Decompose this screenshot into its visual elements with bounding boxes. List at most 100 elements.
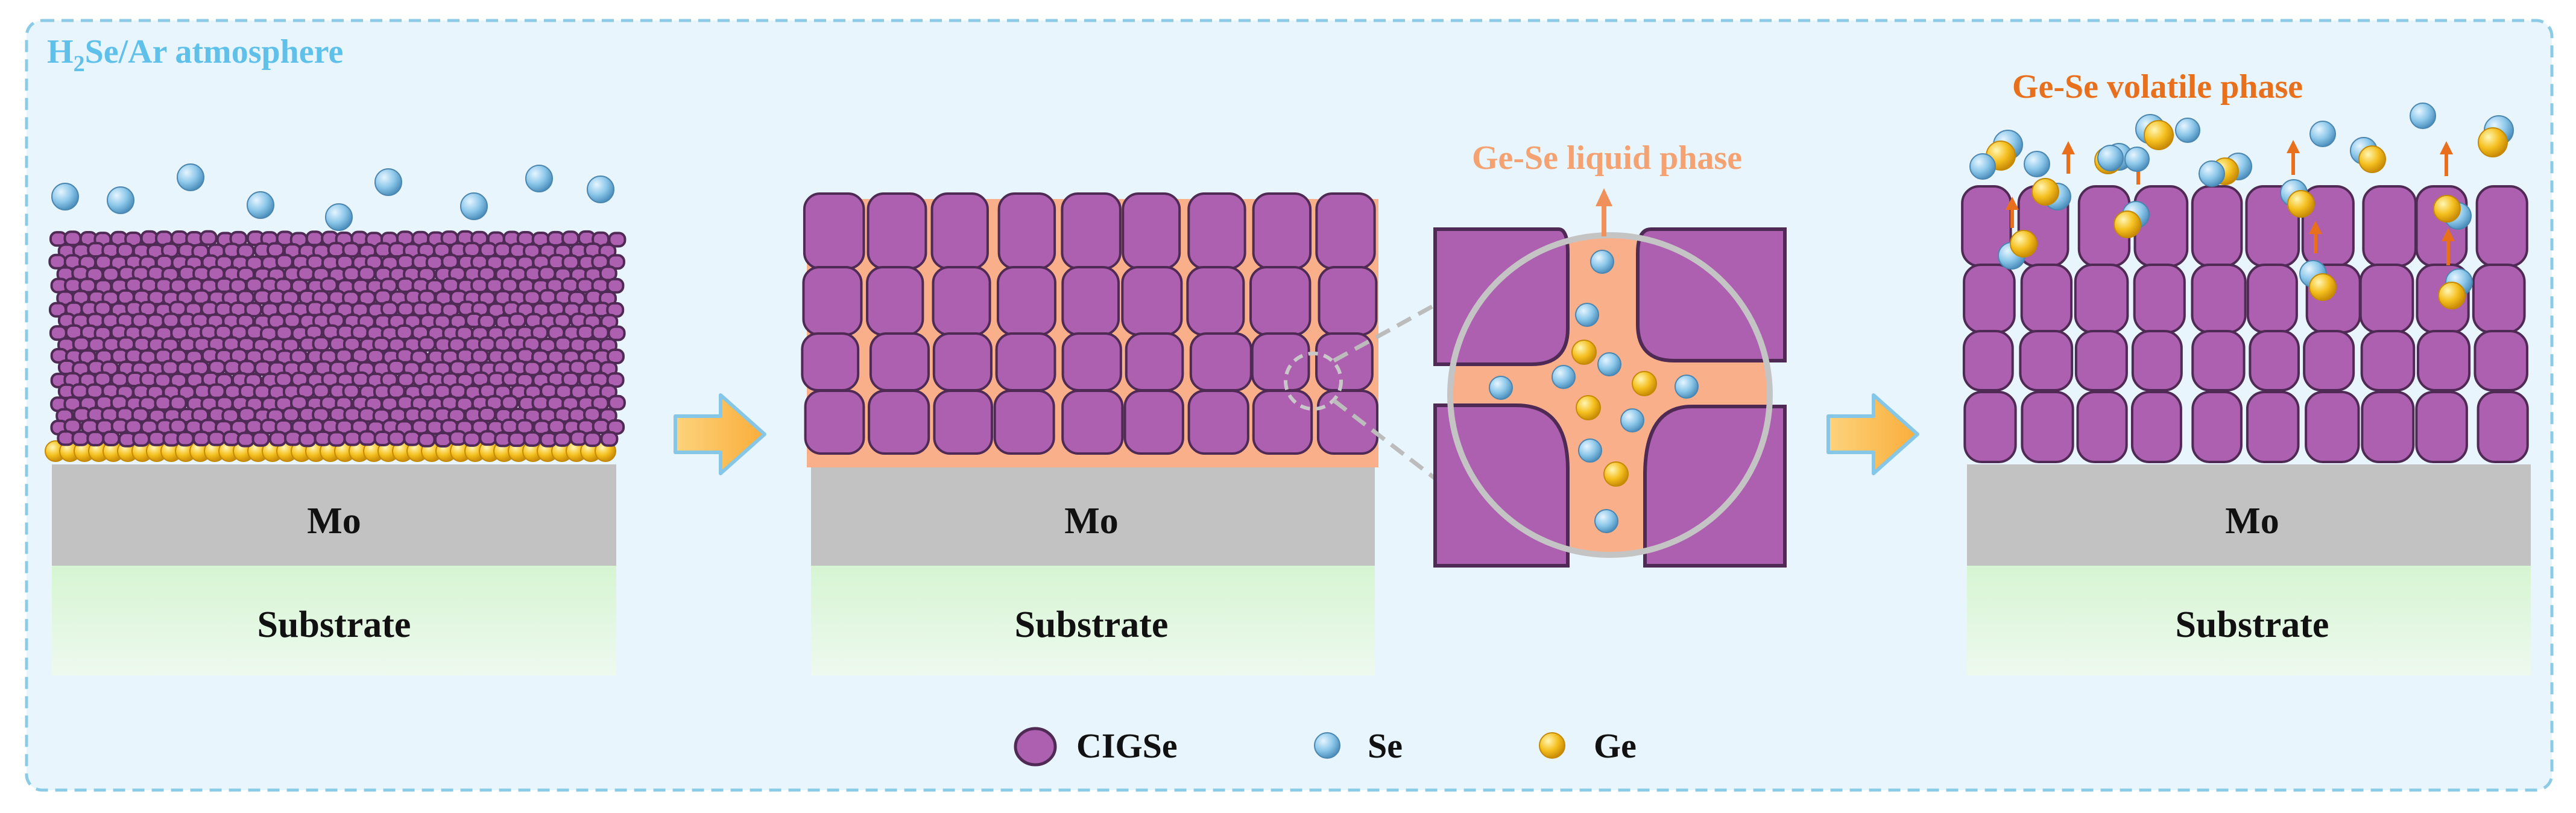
ge-atom: [1571, 340, 1597, 365]
cigse-grain: [1121, 266, 1183, 336]
cigse-grain: [1122, 192, 1181, 270]
cigse-grain: [418, 383, 437, 399]
cigse-grain: [1963, 391, 2017, 463]
cigse-grain: [554, 336, 572, 352]
se-atom: [107, 186, 134, 214]
cigse-grain: [162, 312, 180, 329]
se-atom: [1620, 408, 1644, 432]
cigse-grain: [148, 430, 166, 446]
cigse-grain: [1962, 330, 2014, 391]
cigse-grain-icon: [1014, 727, 1057, 767]
cigse-grain: [1252, 192, 1312, 270]
cigse-grain: [207, 430, 226, 446]
cigse-grain: [583, 431, 602, 448]
legend-label-ge: Ge: [1594, 726, 1637, 765]
cigse-grain: [297, 265, 315, 282]
se-atom: [177, 163, 204, 191]
cigse-grain: [417, 431, 436, 448]
cigse-grain: [71, 383, 89, 399]
mo-label: Mo: [307, 501, 361, 542]
cigse-grain: [1189, 332, 1252, 391]
cigse-grain: [1252, 390, 1313, 455]
cigse-grain: [305, 230, 324, 247]
cigse-grain: [531, 395, 550, 411]
se-atom: [247, 191, 274, 219]
cigse-grain: [223, 359, 242, 376]
cigse-grain: [192, 431, 211, 447]
cigse-grain: [561, 230, 580, 247]
ge-atom: [2358, 145, 2386, 173]
cigse-grain: [462, 431, 481, 447]
cigse-grain: [312, 336, 330, 352]
se-atom: [2124, 147, 2150, 172]
cigse-grain: [2130, 391, 2182, 463]
cigse-grain: [1061, 332, 1122, 391]
ge-atom: [2114, 210, 2141, 238]
substrate-layer: [811, 566, 1375, 675]
se-atom: [2175, 118, 2200, 143]
ge-atom: [2144, 120, 2174, 150]
cigse-grain: [591, 324, 610, 341]
process-arrow-2: [1826, 393, 1919, 475]
cigse-grain: [576, 324, 595, 340]
mo-layer: [52, 464, 616, 566]
se-atom: [2309, 121, 2336, 147]
ge-atom: [2433, 195, 2461, 223]
legend: CIGSe Se Ge: [1014, 726, 1637, 767]
cigse-grain: [2416, 330, 2471, 391]
cigse-grain: [2361, 391, 2415, 463]
cigse-grain: [102, 430, 121, 446]
cigse-grain: [803, 192, 865, 270]
volatile-phase-label: Ge-Se volatile phase: [2012, 68, 2303, 106]
evaporation-arrowhead: [2309, 221, 2322, 234]
substrate-layer: [1967, 566, 2531, 675]
cigse-grain: [553, 431, 572, 447]
cigse-grain: [342, 383, 361, 399]
panel-liquid-phase: Mo Substrate: [801, 192, 1378, 675]
se-atom: [2199, 160, 2225, 187]
se-atom: [51, 183, 79, 210]
cigse-grain: [2362, 185, 2417, 267]
se-atom: [325, 203, 353, 231]
cigse-grain: [63, 230, 82, 247]
cigse-grain: [867, 192, 927, 270]
cigse-grain: [2191, 185, 2243, 267]
atmosphere-label: H2Se/Ar atmosphere: [47, 33, 343, 77]
cigse-grain: [801, 332, 860, 391]
cigse-grain: [932, 332, 993, 391]
cigse-grain: [2076, 391, 2128, 463]
evaporation-arrowhead: [2440, 141, 2453, 154]
cigse-grain: [561, 254, 580, 270]
cigse-grain: [343, 266, 361, 282]
cigse-grain: [86, 431, 105, 447]
cigse-grain: [327, 431, 346, 447]
cigse-grain: [251, 431, 270, 447]
cigse-grain: [426, 301, 444, 317]
cigse-grain: [1318, 266, 1378, 336]
cigse-grain: [2473, 330, 2528, 391]
se-atom: [1590, 250, 1614, 274]
se-atom: [587, 176, 614, 203]
cigse-grain: [2415, 391, 2468, 463]
cigse-grain: [2303, 330, 2355, 391]
cigse-grain: [608, 232, 627, 248]
cigse-grain: [176, 431, 195, 447]
ge-atom: [2438, 282, 2466, 309]
process-arrow-1: [674, 393, 766, 475]
cigse-grain: [933, 390, 993, 455]
liquid-phase-label: Ge-Se liquid phase: [1472, 139, 1742, 177]
cigse-grain-top-left: [1433, 227, 1570, 366]
se-atom: [1675, 375, 1699, 399]
cigse-grain-layer: [801, 192, 1378, 455]
cigse-grain: [2191, 264, 2247, 334]
cigse-grain: [2359, 264, 2414, 334]
cigse-grain: [868, 390, 930, 455]
cigse-grain: [396, 253, 415, 270]
cigse-grain: [1316, 390, 1378, 455]
se-atom: [1578, 438, 1602, 463]
legend-label-cigse: CIGSe: [1076, 726, 1178, 765]
cigse-grain: [2360, 330, 2416, 391]
cigse-grain-top-right: [1636, 227, 1787, 362]
cigse-grain: [470, 277, 489, 294]
